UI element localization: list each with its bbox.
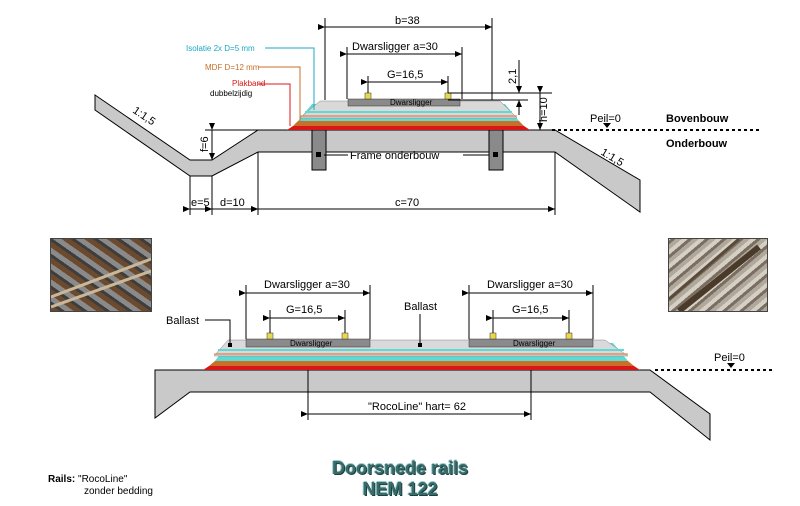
bottom-sleeper-left — [245, 338, 371, 348]
track-photo-right — [668, 238, 768, 312]
dim-2-1: 2,1 — [507, 69, 519, 84]
top-sleeper — [347, 98, 461, 107]
hart-label: "RocoLine" hart= 62 — [368, 401, 466, 413]
mdf-label: MDF D=12 mm — [205, 63, 260, 72]
top-peil-label: Peil=0 — [590, 113, 621, 125]
bottom-dim-a-left: Dwarsligger a=30 — [264, 279, 350, 291]
isolatie-label: Isolatie 2x D=5 mm — [186, 44, 255, 53]
onderbouw-label: Onderbouw — [666, 138, 728, 150]
diagram-title: Doorsnede rails NEM 122 — [300, 458, 500, 500]
bottom-sleeper-left-label: Dwarsligger — [290, 339, 333, 348]
dim-c: c=70 — [395, 197, 419, 209]
bottom-dim-g-right: G=16,5 — [512, 304, 548, 316]
top-sleeper-label: Dwarsligger — [390, 98, 433, 107]
rails-note: Rails: "RocoLine" — [48, 474, 127, 485]
title-line-1: Doorsnede rails — [331, 458, 469, 478]
rails-note-2: zonder bedding — [84, 486, 153, 497]
dim-g: G=16,5 — [387, 69, 423, 81]
dubbelzijdig-label: dubbelzijdig — [210, 89, 252, 98]
rails-note-value-2: zonder bedding — [84, 486, 153, 497]
dim-a: Dwarsligger a=30 — [352, 41, 438, 53]
frame-post-left — [311, 129, 327, 171]
dim-h: h=10 — [538, 97, 550, 122]
bottom-sleeper-right-label: Dwarsligger — [513, 339, 556, 348]
bottom-tape-layer — [203, 366, 640, 370]
dim-b: b=38 — [395, 15, 420, 27]
dim-e: e=5 — [191, 197, 210, 209]
rails-note-label: Rails: — [48, 474, 76, 485]
bottom-dim-a-right: Dwarsligger a=30 — [487, 279, 573, 291]
dim-d: d=10 — [220, 197, 245, 209]
track-photo-left — [50, 238, 152, 312]
top-rail-left — [364, 92, 372, 100]
ballast-left-label: Ballast — [166, 315, 199, 327]
bovenbouw-label: Bovenbouw — [666, 113, 729, 125]
title-line-2: NEM 122 — [362, 479, 438, 499]
bottom-peil-label: Peil=0 — [714, 352, 745, 364]
bottom-rail-2 — [341, 332, 349, 340]
frame-onderbouw-label: Frame onderbouw — [350, 150, 439, 162]
bottom-mdf-layer — [209, 361, 634, 366]
plakband-label: Plakband — [232, 79, 265, 88]
bottom-dim-g-left: G=16,5 — [286, 304, 322, 316]
rails-note-value-1: "RocoLine" — [78, 474, 128, 485]
dim-f: f=6 — [199, 136, 211, 152]
frame-post-right — [488, 129, 504, 171]
bottom-rail-4 — [565, 332, 573, 340]
mdf-layer — [293, 121, 524, 126]
tape-layer — [287, 126, 530, 130]
bottom-rail-1 — [266, 332, 274, 340]
top-rail-right — [444, 92, 452, 100]
bottom-sleeper-right — [468, 338, 594, 348]
bottom-rail-3 — [489, 332, 497, 340]
ballast-mid-label: Ballast — [404, 301, 437, 313]
